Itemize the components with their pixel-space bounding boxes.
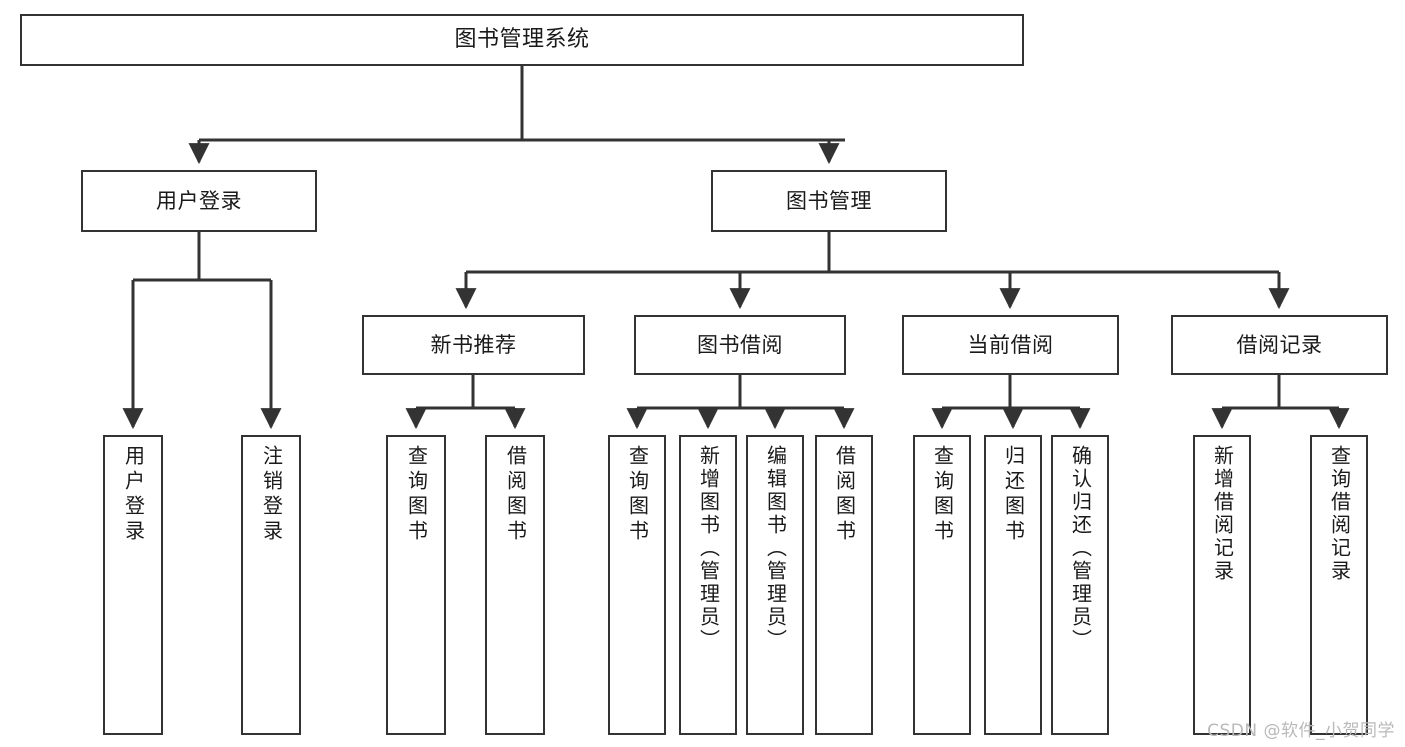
node-new-book-recommend-label: 新书推荐 xyxy=(430,332,517,357)
node-leaf-return-book[interactable]: 归还图书 xyxy=(984,435,1042,735)
node-leaf-query-book-2[interactable]: 查询图书 xyxy=(608,435,666,735)
node-book-borrow-label: 图书借阅 xyxy=(697,332,783,357)
node-leaf-add-record-label: 新增借阅记录 xyxy=(1210,445,1235,583)
node-leaf-add-record[interactable]: 新增借阅记录 xyxy=(1193,435,1251,735)
node-leaf-query-book-3[interactable]: 查询图书 xyxy=(913,435,971,735)
node-leaf-query-book-3-label: 查询图书 xyxy=(930,445,955,545)
node-leaf-query-book-1[interactable]: 查询图书 xyxy=(386,435,446,735)
node-leaf-edit-book-label: 编辑图书（管理员） xyxy=(763,445,788,652)
node-leaf-confirm-return[interactable]: 确认归还（管理员） xyxy=(1051,435,1109,735)
node-leaf-query-book-1-label: 查询图书 xyxy=(404,445,429,545)
node-leaf-borrow-book-2-label: 借阅图书 xyxy=(832,445,857,545)
node-leaf-borrow-book-1-label: 借阅图书 xyxy=(503,445,528,545)
csdn-watermark: CSDN @软件_小贺同学 xyxy=(1207,721,1395,741)
node-leaf-query-book-2-label: 查询图书 xyxy=(625,445,650,545)
node-leaf-borrow-book-2[interactable]: 借阅图书 xyxy=(815,435,873,735)
node-leaf-confirm-return-label: 确认归还（管理员） xyxy=(1068,445,1093,652)
node-user-login[interactable]: 用户登录 xyxy=(81,170,317,232)
node-user-login-label: 用户登录 xyxy=(156,188,242,213)
node-new-book-recommend[interactable]: 新书推荐 xyxy=(362,315,585,375)
node-root[interactable]: 图书管理系统 xyxy=(20,14,1024,66)
node-leaf-add-book-label: 新增图书（管理员） xyxy=(696,445,721,652)
node-leaf-borrow-book-1[interactable]: 借阅图书 xyxy=(485,435,545,735)
node-leaf-logout-label: 注销登录 xyxy=(259,445,284,545)
node-current-borrow-label: 当前借阅 xyxy=(967,332,1054,357)
node-book-borrow[interactable]: 图书借阅 xyxy=(634,315,846,375)
node-leaf-return-book-label: 归还图书 xyxy=(1001,445,1026,545)
node-borrow-record-label: 借阅记录 xyxy=(1236,332,1323,357)
node-leaf-edit-book[interactable]: 编辑图书（管理员） xyxy=(746,435,804,735)
node-book-manage[interactable]: 图书管理 xyxy=(711,170,947,232)
node-leaf-user-login[interactable]: 用户登录 xyxy=(103,435,163,735)
node-leaf-add-book[interactable]: 新增图书（管理员） xyxy=(679,435,737,735)
node-root-label: 图书管理系统 xyxy=(454,27,590,53)
node-current-borrow[interactable]: 当前借阅 xyxy=(902,315,1119,375)
node-leaf-logout[interactable]: 注销登录 xyxy=(241,435,301,735)
node-leaf-user-login-label: 用户登录 xyxy=(121,445,146,545)
node-borrow-record[interactable]: 借阅记录 xyxy=(1171,315,1388,375)
node-leaf-query-record[interactable]: 查询借阅记录 xyxy=(1310,435,1368,735)
node-leaf-query-record-label: 查询借阅记录 xyxy=(1327,445,1352,583)
node-book-manage-label: 图书管理 xyxy=(786,188,872,213)
